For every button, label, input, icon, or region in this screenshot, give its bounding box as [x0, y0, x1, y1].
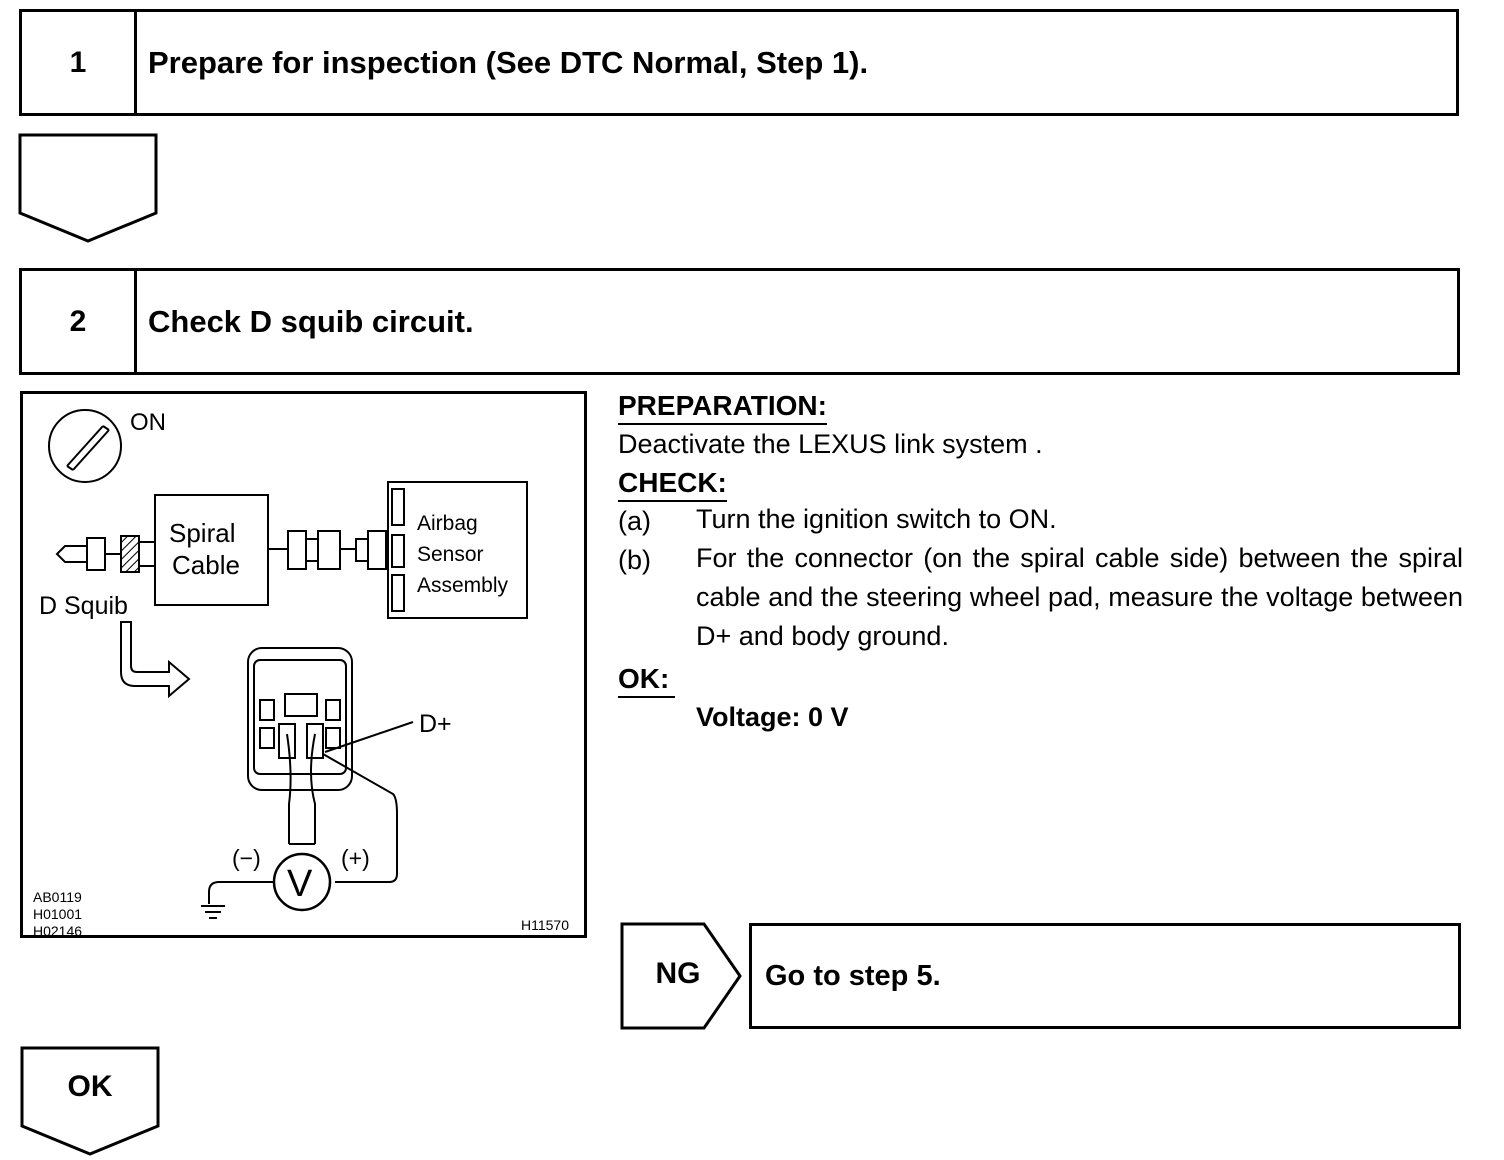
step-2-box: 2 Check D squib circuit. — [19, 268, 1460, 375]
item-b-label: (b) — [618, 545, 651, 575]
item-a-text: Turn the ignition switch to ON. — [696, 504, 1057, 534]
airbag-sensor-box — [387, 481, 528, 619]
airbag-label-2: Sensor — [417, 543, 484, 566]
bent-arrow-icon — [120, 621, 191, 699]
spiral-cable-label-1: Spiral — [169, 518, 235, 548]
ok-arrow — [20, 1046, 160, 1156]
preparation-text: Deactivate the LEXUS link system . — [618, 429, 1043, 459]
airbag-label-1: Airbag — [417, 512, 478, 535]
item-b-text: For the connector (on the spiral cable s… — [696, 543, 1463, 651]
figure-code: H11570 — [521, 917, 569, 933]
minus-label: (−) — [232, 845, 261, 871]
step-1-title: Prepare for inspection (See DTC Normal, … — [148, 44, 869, 80]
airbag-label-3: Assembly — [417, 574, 509, 597]
ref-code-3: H02146 — [33, 923, 82, 935]
voltmeter-symbol: V — [287, 863, 313, 905]
ignition-key-icon — [48, 409, 122, 483]
ng-arrow — [620, 922, 742, 1030]
ref-code-1: AB0119 — [33, 889, 82, 905]
ref-code-2: H01001 — [33, 906, 82, 922]
step-1-number: 1 — [22, 12, 137, 113]
wiring-figure: ON Spiral Cable — [20, 391, 587, 939]
ok-value: Voltage: 0 V — [696, 702, 849, 732]
sensor-connector — [268, 530, 387, 570]
d-plus-label: D+ — [419, 710, 452, 738]
ok-header: OK: — [618, 663, 675, 698]
d-squib-connector — [55, 535, 156, 573]
connector-face — [247, 647, 353, 791]
probe-wires — [201, 733, 398, 919]
item-a-label: (a) — [618, 506, 651, 536]
spiral-cable-box — [154, 494, 269, 606]
step-1-box: 1 Prepare for inspection (See DTC Normal… — [19, 9, 1459, 116]
spiral-cable-label-2: Cable — [172, 550, 240, 580]
ng-action-box: Go to step 5. — [749, 923, 1461, 1029]
preparation-header: PREPARATION: — [618, 390, 827, 425]
voltmeter-icon — [272, 852, 332, 912]
step-2-title: Check D squib circuit. — [148, 303, 474, 339]
step-2-number: 2 — [22, 271, 137, 372]
flow-arrow-down-1 — [18, 133, 158, 243]
check-header: CHECK: — [618, 467, 727, 502]
ng-label: NG — [655, 957, 701, 990]
ignition-label: ON — [130, 409, 166, 436]
wiring-diagram: ON Spiral Cable — [33, 409, 569, 939]
plus-label: (+) — [341, 845, 370, 871]
ng-action-text: Go to step 5. — [765, 959, 941, 992]
ok-label: OK — [67, 1070, 113, 1103]
d-squib-label: D Squib — [39, 592, 128, 620]
